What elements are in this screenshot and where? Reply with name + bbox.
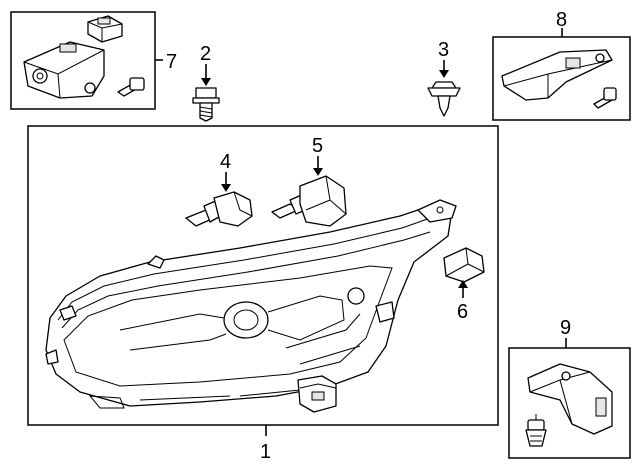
- bulb-part-5: [271, 156, 347, 227]
- headlamp-assembly-box: [27, 125, 499, 436]
- bulb-part-6: [443, 247, 485, 298]
- inset-box-9: [508, 338, 631, 459]
- callout-8: 8: [556, 9, 567, 31]
- callout-3: 3: [438, 39, 449, 61]
- callout-5: 5: [312, 135, 323, 157]
- callout-9: 9: [560, 317, 571, 339]
- inset-box-7: [10, 11, 163, 110]
- bolt-part-2: [192, 64, 220, 122]
- callout-6: 6: [457, 301, 468, 323]
- clip-part-3: [427, 60, 461, 117]
- callout-7: 7: [166, 51, 177, 73]
- callout-4: 4: [220, 151, 231, 173]
- callout-2: 2: [200, 43, 211, 65]
- inset-box-8: [492, 28, 631, 121]
- callout-1: 1: [260, 441, 271, 463]
- bulb-part-4: [185, 172, 253, 227]
